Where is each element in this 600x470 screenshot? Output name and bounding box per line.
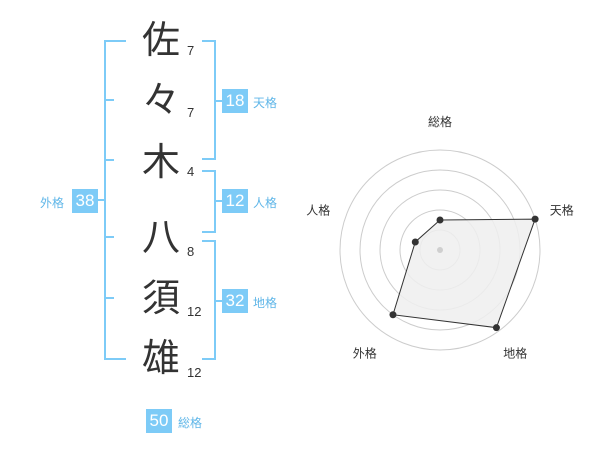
gaikaku-bracket	[104, 40, 126, 360]
radar-point	[436, 216, 444, 224]
tenkaku-bracket	[202, 40, 216, 160]
radar-axis-label: 外格	[353, 346, 377, 361]
chikaku-bracket	[202, 240, 216, 360]
chikaku-label: 地格	[253, 296, 278, 310]
bracket-connector	[94, 199, 104, 201]
stroke-count-1: 7	[187, 43, 195, 58]
bracket-connector	[216, 300, 222, 302]
bracket-tick	[104, 236, 114, 238]
gaikaku-label: 外格	[40, 196, 65, 210]
stroke-count-5: 12	[187, 304, 202, 319]
radar-grid-ring	[339, 149, 541, 351]
stroke-count-3: 4	[187, 164, 195, 179]
stroke-count-2: 7	[187, 105, 195, 120]
bracket-connector	[216, 100, 222, 102]
radar-center-dot	[437, 247, 443, 253]
chikaku-value: 32	[222, 289, 248, 313]
bracket-tick	[104, 297, 114, 299]
jinkaku-value: 12	[222, 189, 248, 213]
name-char-5: 須	[141, 276, 180, 320]
stroke-count-4: 8	[187, 244, 195, 259]
radar-point	[411, 238, 419, 246]
bracket-connector	[216, 200, 222, 202]
name-char-2: 々	[141, 78, 180, 122]
bracket-tick	[104, 99, 114, 101]
bracket-tick	[104, 159, 114, 161]
name-char-6: 雄	[141, 336, 180, 380]
name-char-4: 八	[141, 215, 180, 259]
soukaku-value: 50	[146, 409, 172, 433]
jinkaku-label: 人格	[253, 196, 278, 210]
radar-axis-label: 天格	[550, 202, 574, 217]
radar-axis-label: 人格	[306, 202, 330, 217]
radar-axis-label: 地格	[503, 346, 527, 361]
gaikaku-value: 38	[72, 189, 98, 213]
name-char-1: 佐	[141, 18, 180, 62]
radar-point	[492, 324, 500, 332]
jinkaku-bracket	[202, 170, 216, 233]
radar-point	[389, 311, 397, 319]
name-char-3: 木	[141, 140, 180, 184]
radar-axis-label: 総格	[428, 114, 452, 129]
radar-series-polygon	[392, 218, 536, 329]
radar-point	[531, 215, 539, 223]
stroke-count-6: 12	[187, 365, 202, 380]
tenkaku-label: 天格	[253, 96, 278, 110]
soukaku-label: 総格	[178, 416, 203, 430]
tenkaku-value: 18	[222, 89, 248, 113]
